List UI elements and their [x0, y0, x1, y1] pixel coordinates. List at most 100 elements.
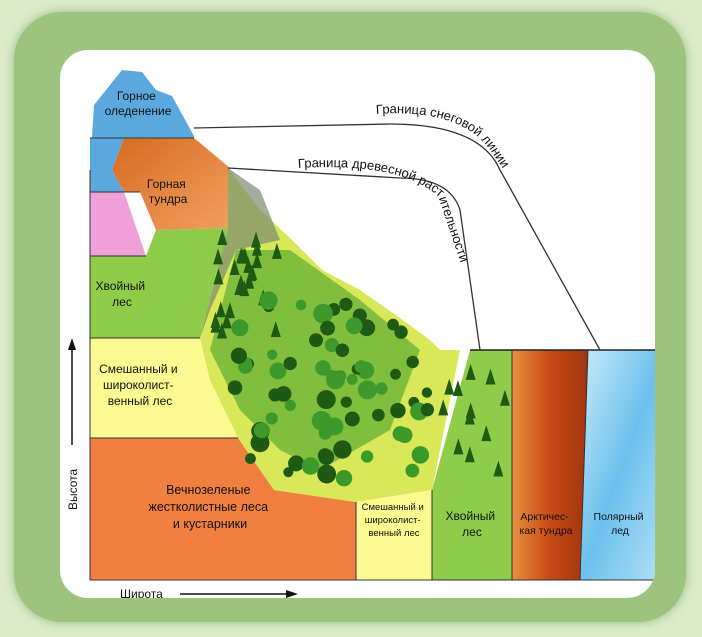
deciduous-tree: [316, 390, 336, 410]
conifer-tree: [271, 242, 282, 259]
deciduous-tree: [411, 446, 430, 464]
latitude-axis-label: Широта: [120, 587, 163, 598]
conifer-tree: [438, 399, 449, 416]
zone-lat-polar-ice: [580, 350, 655, 580]
label-lat-arctic: Арктичес- кая тундра: [519, 511, 572, 537]
deciduous-tree: [421, 387, 433, 398]
conifer-tree: [464, 446, 475, 463]
deciduous-tree: [253, 422, 270, 439]
zone-glacier-front: [90, 138, 124, 192]
conifer-tree: [499, 389, 510, 406]
deciduous-tree: [320, 320, 335, 336]
label-lat-mixed: Смешанный и широколист- венный лес: [362, 502, 427, 539]
deciduous-tree: [230, 347, 247, 364]
conifer-tree: [452, 380, 463, 397]
deciduous-tree: [335, 343, 350, 357]
deciduous-tree: [345, 317, 363, 335]
conifer-tree: [493, 460, 504, 477]
deciduous-tree: [301, 457, 320, 475]
conifer-tree: [234, 279, 245, 296]
conifer-tree: [247, 264, 258, 281]
deciduous-tree: [339, 297, 353, 311]
deciduous-tree: [360, 450, 374, 463]
deciduous-tree: [372, 408, 385, 422]
label-mountain-tundra: Горная тундра: [147, 177, 189, 206]
deciduous-tree: [231, 319, 249, 337]
deciduous-tree: [390, 368, 401, 380]
label-lat-coniferous: Хвойный лес: [446, 509, 499, 539]
deciduous-tree: [288, 455, 305, 472]
deciduous-tree: [335, 470, 353, 487]
conifer-tree: [465, 402, 476, 419]
conifer-tree: [224, 302, 235, 319]
deciduous-tree: [284, 399, 296, 412]
snow-line-curve: [193, 123, 601, 351]
conifer-tree: [453, 438, 464, 455]
conifer-tree: [252, 252, 263, 269]
deciduous-tree: [396, 427, 413, 444]
conifer-tree: [485, 368, 496, 385]
deciduous-tree: [326, 370, 345, 390]
snow-line-label: Граница снеговой линии: [375, 101, 512, 170]
label-mountain-evergreen: Вечнозеленые жестколистные леса и кустар…: [148, 483, 271, 531]
deciduous-tree: [375, 382, 388, 395]
deciduous-tree: [227, 380, 243, 395]
deciduous-tree: [406, 355, 419, 369]
conifer-tree: [244, 272, 255, 289]
deciduous-tree: [313, 303, 333, 324]
conifer-tree: [481, 425, 492, 442]
deciduous-tree: [311, 410, 332, 431]
deciduous-tree: [324, 338, 339, 353]
deciduous-tree: [265, 412, 278, 425]
zone-mountain-glaciation: [90, 70, 194, 172]
forest-trees: [210, 229, 510, 487]
deciduous-tree: [309, 333, 323, 348]
deciduous-tree: [420, 402, 435, 417]
zone-mountain-tundra: [112, 138, 230, 230]
conifer-tree: [210, 316, 221, 333]
deciduous-tree: [245, 453, 256, 465]
conifer-tree: [251, 231, 262, 248]
deciduous-tree: [390, 402, 406, 419]
deciduous-tree: [333, 440, 352, 459]
altitude-arrow-head: [68, 338, 76, 350]
conifer-tree: [216, 322, 227, 339]
diagram-panel: Граница снеговой линии Граница древесной…: [60, 50, 655, 598]
tree-line-label: Граница древесной растительности: [297, 155, 472, 264]
conifer-tree: [465, 363, 476, 380]
conifer-tree: [215, 301, 226, 318]
conifer-tree: [217, 229, 228, 246]
deciduous-tree: [295, 299, 307, 311]
zone-mountain-mixed: [90, 338, 238, 438]
label-mountain-coniferous: Хвойный лес: [96, 279, 149, 309]
deciduous-tree: [405, 463, 420, 478]
deciduous-tree: [275, 386, 292, 402]
conifer-tree: [213, 248, 224, 265]
conifer-tree: [229, 259, 240, 276]
conifer-tree: [221, 312, 232, 329]
deciduous-tree: [317, 448, 333, 463]
deciduous-tree: [357, 380, 377, 400]
zone-lat-mixed: [356, 490, 432, 580]
deciduous-tree: [315, 360, 331, 376]
deciduous-tree: [387, 318, 399, 331]
zone-mountain-coniferous: [90, 228, 228, 338]
zone-pink-band: [90, 192, 146, 256]
tree-line-curve: [227, 167, 481, 351]
deciduous-tree: [358, 319, 376, 337]
conifer-tree: [444, 378, 455, 395]
zone-lat-arctic: [512, 350, 588, 580]
deciduous-tree: [346, 373, 358, 385]
zone-borders: [89, 137, 655, 581]
label-glaciation: Горное оледенение: [105, 89, 172, 118]
conifer-tree: [213, 268, 224, 285]
conifer-tree: [237, 247, 248, 264]
zone-mountain-evergreen: [90, 438, 356, 580]
deciduous-tree: [340, 396, 352, 408]
conifer-tree: [270, 320, 281, 337]
deciduous-tree: [267, 349, 278, 360]
altitude-axis-label: Высота: [66, 468, 80, 510]
deciduous-tree: [317, 464, 337, 484]
deciduous-tree: [283, 467, 294, 478]
deciduous-tree: [259, 291, 278, 310]
